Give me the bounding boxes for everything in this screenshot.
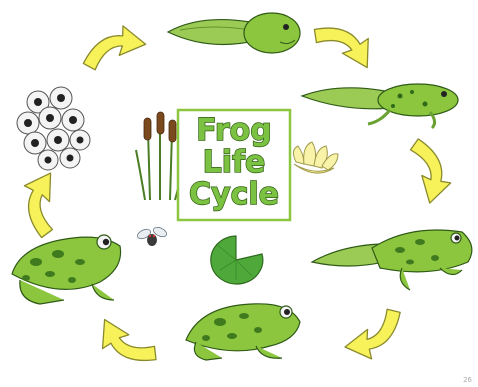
arrow-tadpole-to-legs	[308, 22, 376, 68]
title-box: Frog Life Cycle	[178, 110, 290, 220]
stage-young-frog	[186, 304, 300, 360]
water-lily-flower	[293, 142, 338, 173]
stage-adult-frog	[12, 235, 121, 304]
stage-eggs	[17, 87, 90, 170]
arrow-adult-to-eggs	[23, 173, 61, 239]
stage-tadpole-with-legs	[302, 84, 458, 128]
page-number: 26	[463, 376, 472, 384]
arrow-froglet-to-young	[345, 299, 406, 364]
title-line-1: Frog	[196, 113, 271, 148]
title-line-3: Cycle	[189, 177, 279, 212]
arrow-legs-to-froglet	[401, 135, 455, 203]
stage-froglet	[312, 230, 472, 290]
stage-tadpole	[168, 13, 300, 53]
arrow-eggs-to-tadpole	[79, 21, 146, 79]
fly-icon	[136, 225, 168, 246]
lily-pad	[211, 236, 263, 284]
arrow-young-to-adult	[95, 320, 163, 368]
title-line-2: Life	[203, 145, 266, 180]
